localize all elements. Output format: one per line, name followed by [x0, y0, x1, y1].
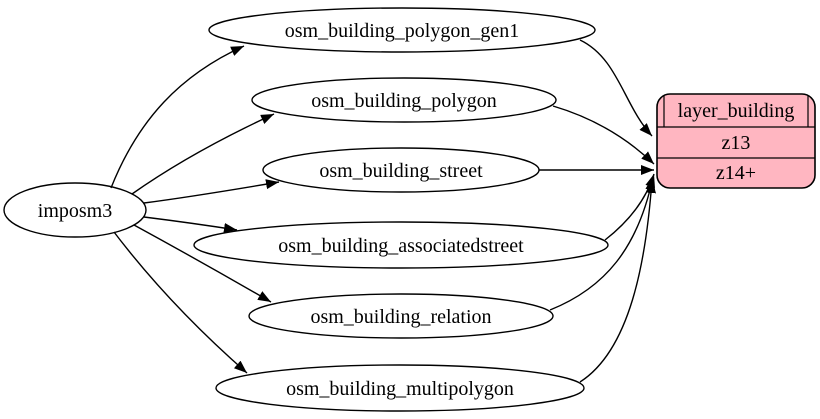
associatedstreet-ellipse: [193, 221, 609, 269]
node-osm-building-multipolygon: osm_building_multipolygon: [215, 364, 585, 412]
polygon-ellipse: [251, 77, 557, 123]
node-osm-building-relation: osm_building_relation: [248, 293, 554, 339]
node-layer-building: layer_building z13 z14+: [656, 93, 816, 189]
layer-building-box: [656, 93, 816, 189]
node-imposm3: imposm3: [3, 182, 147, 238]
node-osm-building-polygon: osm_building_polygon: [251, 77, 557, 123]
node-osm-building-polygon-gen1: osm_building_polygon_gen1: [208, 7, 596, 53]
layer-building-row-z13: z13: [722, 132, 751, 154]
multipolygon-ellipse: [215, 364, 585, 412]
edge-imposm3-to-polygon: [131, 113, 275, 195]
edge-polygon-gen1-to-z13: [579, 39, 653, 137]
edge-multipolygon-to-z14: [579, 179, 657, 383]
street-label: osm_building_street: [319, 160, 483, 182]
imposm3-ellipse: [3, 182, 147, 238]
edge-imposm3-to-polygon-gen1: [110, 45, 245, 189]
polygon-label: osm_building_polygon: [311, 90, 497, 112]
edge-polygon-to-z14: [552, 105, 655, 165]
node-osm-building-street: osm_building_street: [262, 147, 540, 193]
layer-building-row-z14: z14+: [716, 162, 756, 184]
edge-imposm3-to-associatedstreet: [143, 216, 238, 233]
edge-imposm3-to-relation: [133, 224, 272, 303]
relation-ellipse: [248, 293, 554, 339]
polygon-gen1-ellipse: [208, 7, 596, 53]
layer-building-title: layer_building: [678, 100, 795, 122]
multipolygon-label: osm_building_multipolygon: [286, 378, 514, 400]
relation-label: osm_building_relation: [310, 306, 491, 328]
associatedstreet-label: osm_building_associatedstreet: [278, 235, 524, 257]
polygon-gen1-label: osm_building_polygon_gen1: [285, 20, 519, 42]
edge-imposm3-to-street: [143, 179, 280, 204]
node-osm-building-associatedstreet: osm_building_associatedstreet: [193, 221, 609, 269]
edge-relation-to-z14: [549, 176, 656, 311]
edge-imposm3-to-multipolygon: [113, 231, 248, 374]
imposm3-label: imposm3: [38, 200, 112, 222]
